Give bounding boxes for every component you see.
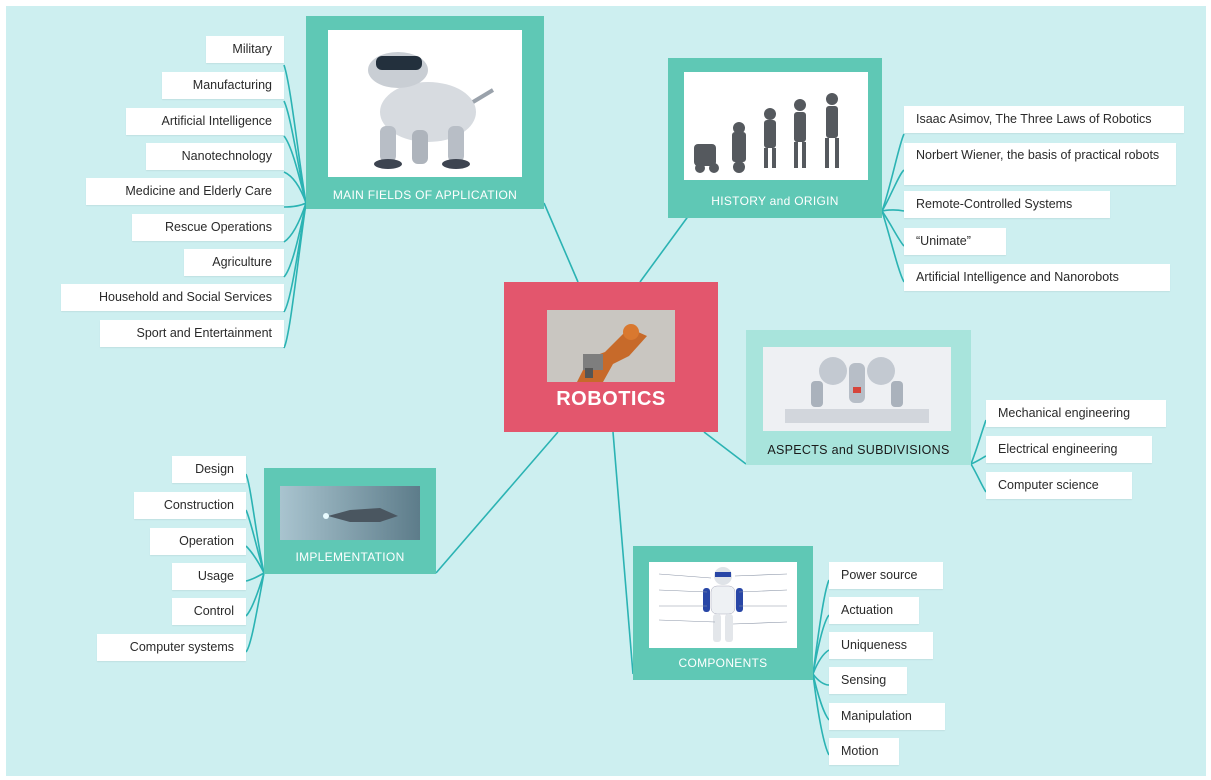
robot-evolution-image [684, 72, 868, 180]
main-fields-item-manufacturing[interactable]: Manufacturing [162, 72, 284, 99]
branch-history-title: HISTORY and ORIGIN [711, 194, 839, 208]
main-fields-item-rescue[interactable]: Rescue Operations [132, 214, 284, 241]
implementation-item-operation[interactable]: Operation [150, 528, 246, 555]
history-item-asimov[interactable]: Isaac Asimov, The Three Laws of Robotics [904, 106, 1184, 133]
humanoid-robot-diagram-image [649, 562, 797, 648]
main-fields-item-sport[interactable]: Sport and Entertainment [100, 320, 284, 347]
central-topic-label: ROBOTICS [556, 388, 666, 410]
links-implementation-items [245, 473, 265, 653]
mind-map-canvas: ROBOTICS MAIN FIELDS OF APPLICATION Mili… [6, 6, 1206, 776]
link-implementation [435, 431, 559, 574]
main-fields-item-medicine[interactable]: Medicine and Elderly Care [86, 178, 284, 205]
implementation-item-control[interactable]: Control [172, 598, 246, 625]
components-item-uniqueness[interactable]: Uniqueness [829, 632, 933, 659]
branch-implementation[interactable]: IMPLEMENTATION [264, 468, 436, 574]
history-item-ai-nanorobots[interactable]: Artificial Intelligence and Nanorobots [904, 264, 1170, 291]
link-main-fields [543, 202, 579, 283]
connector-lines [245, 64, 987, 756]
links-components-items [812, 579, 830, 756]
main-fields-item-artificial-intelligence[interactable]: Artificial Intelligence [126, 108, 284, 135]
branch-components-title: COMPONENTS [678, 656, 768, 670]
branch-implementation-title: IMPLEMENTATION [295, 550, 405, 564]
aspects-item-electrical[interactable]: Electrical engineering [986, 436, 1152, 463]
history-item-remote-controlled[interactable]: Remote-Controlled Systems [904, 191, 1110, 218]
aspects-item-computer-science[interactable]: Computer science [986, 472, 1132, 499]
branch-aspects[interactable]: ASPECTS and SUBDIVISIONS [746, 330, 971, 465]
branch-main-fields-title: MAIN FIELDS OF APPLICATION [332, 188, 518, 202]
history-item-wiener[interactable]: Norbert Wiener, the basis of practical r… [904, 143, 1176, 185]
components-item-motion[interactable]: Motion [829, 738, 899, 765]
implementation-item-construction[interactable]: Construction [134, 492, 246, 519]
branch-components[interactable]: COMPONENTS [633, 546, 813, 680]
branch-history[interactable]: HISTORY and ORIGIN [668, 58, 882, 218]
robot-dog-image [328, 30, 522, 177]
history-item-unimate[interactable]: “Unimate” [904, 228, 1006, 255]
main-fields-item-military[interactable]: Military [206, 36, 284, 63]
components-item-manipulation[interactable]: Manipulation [829, 703, 945, 730]
components-item-sensing[interactable]: Sensing [829, 667, 907, 694]
components-item-actuation[interactable]: Actuation [829, 597, 919, 624]
implementation-item-computer-systems[interactable]: Computer systems [97, 634, 246, 661]
industrial-robot-arm-image [547, 310, 675, 382]
robotic-hand-image [280, 486, 420, 540]
aspects-item-mechanical[interactable]: Mechanical engineering [986, 400, 1166, 427]
implementation-item-design[interactable]: Design [172, 456, 246, 483]
main-fields-item-agriculture[interactable]: Agriculture [184, 249, 284, 276]
components-item-power-source[interactable]: Power source [829, 562, 943, 589]
link-components [612, 431, 634, 675]
main-fields-item-household[interactable]: Household and Social Services [61, 284, 284, 311]
link-aspects [703, 431, 747, 465]
branch-aspects-title: ASPECTS and SUBDIVISIONS [767, 443, 950, 457]
main-fields-item-nanotechnology[interactable]: Nanotechnology [146, 143, 284, 170]
links-aspects-items [970, 419, 987, 493]
links-main-fields-items [283, 64, 307, 349]
central-topic[interactable]: ROBOTICS [504, 282, 718, 432]
links-history-items [881, 133, 905, 283]
implementation-item-usage[interactable]: Usage [172, 563, 246, 590]
branch-main-fields[interactable]: MAIN FIELDS OF APPLICATION [306, 16, 544, 209]
link-history [639, 210, 693, 283]
industrial-robot-arms-image [763, 347, 951, 431]
